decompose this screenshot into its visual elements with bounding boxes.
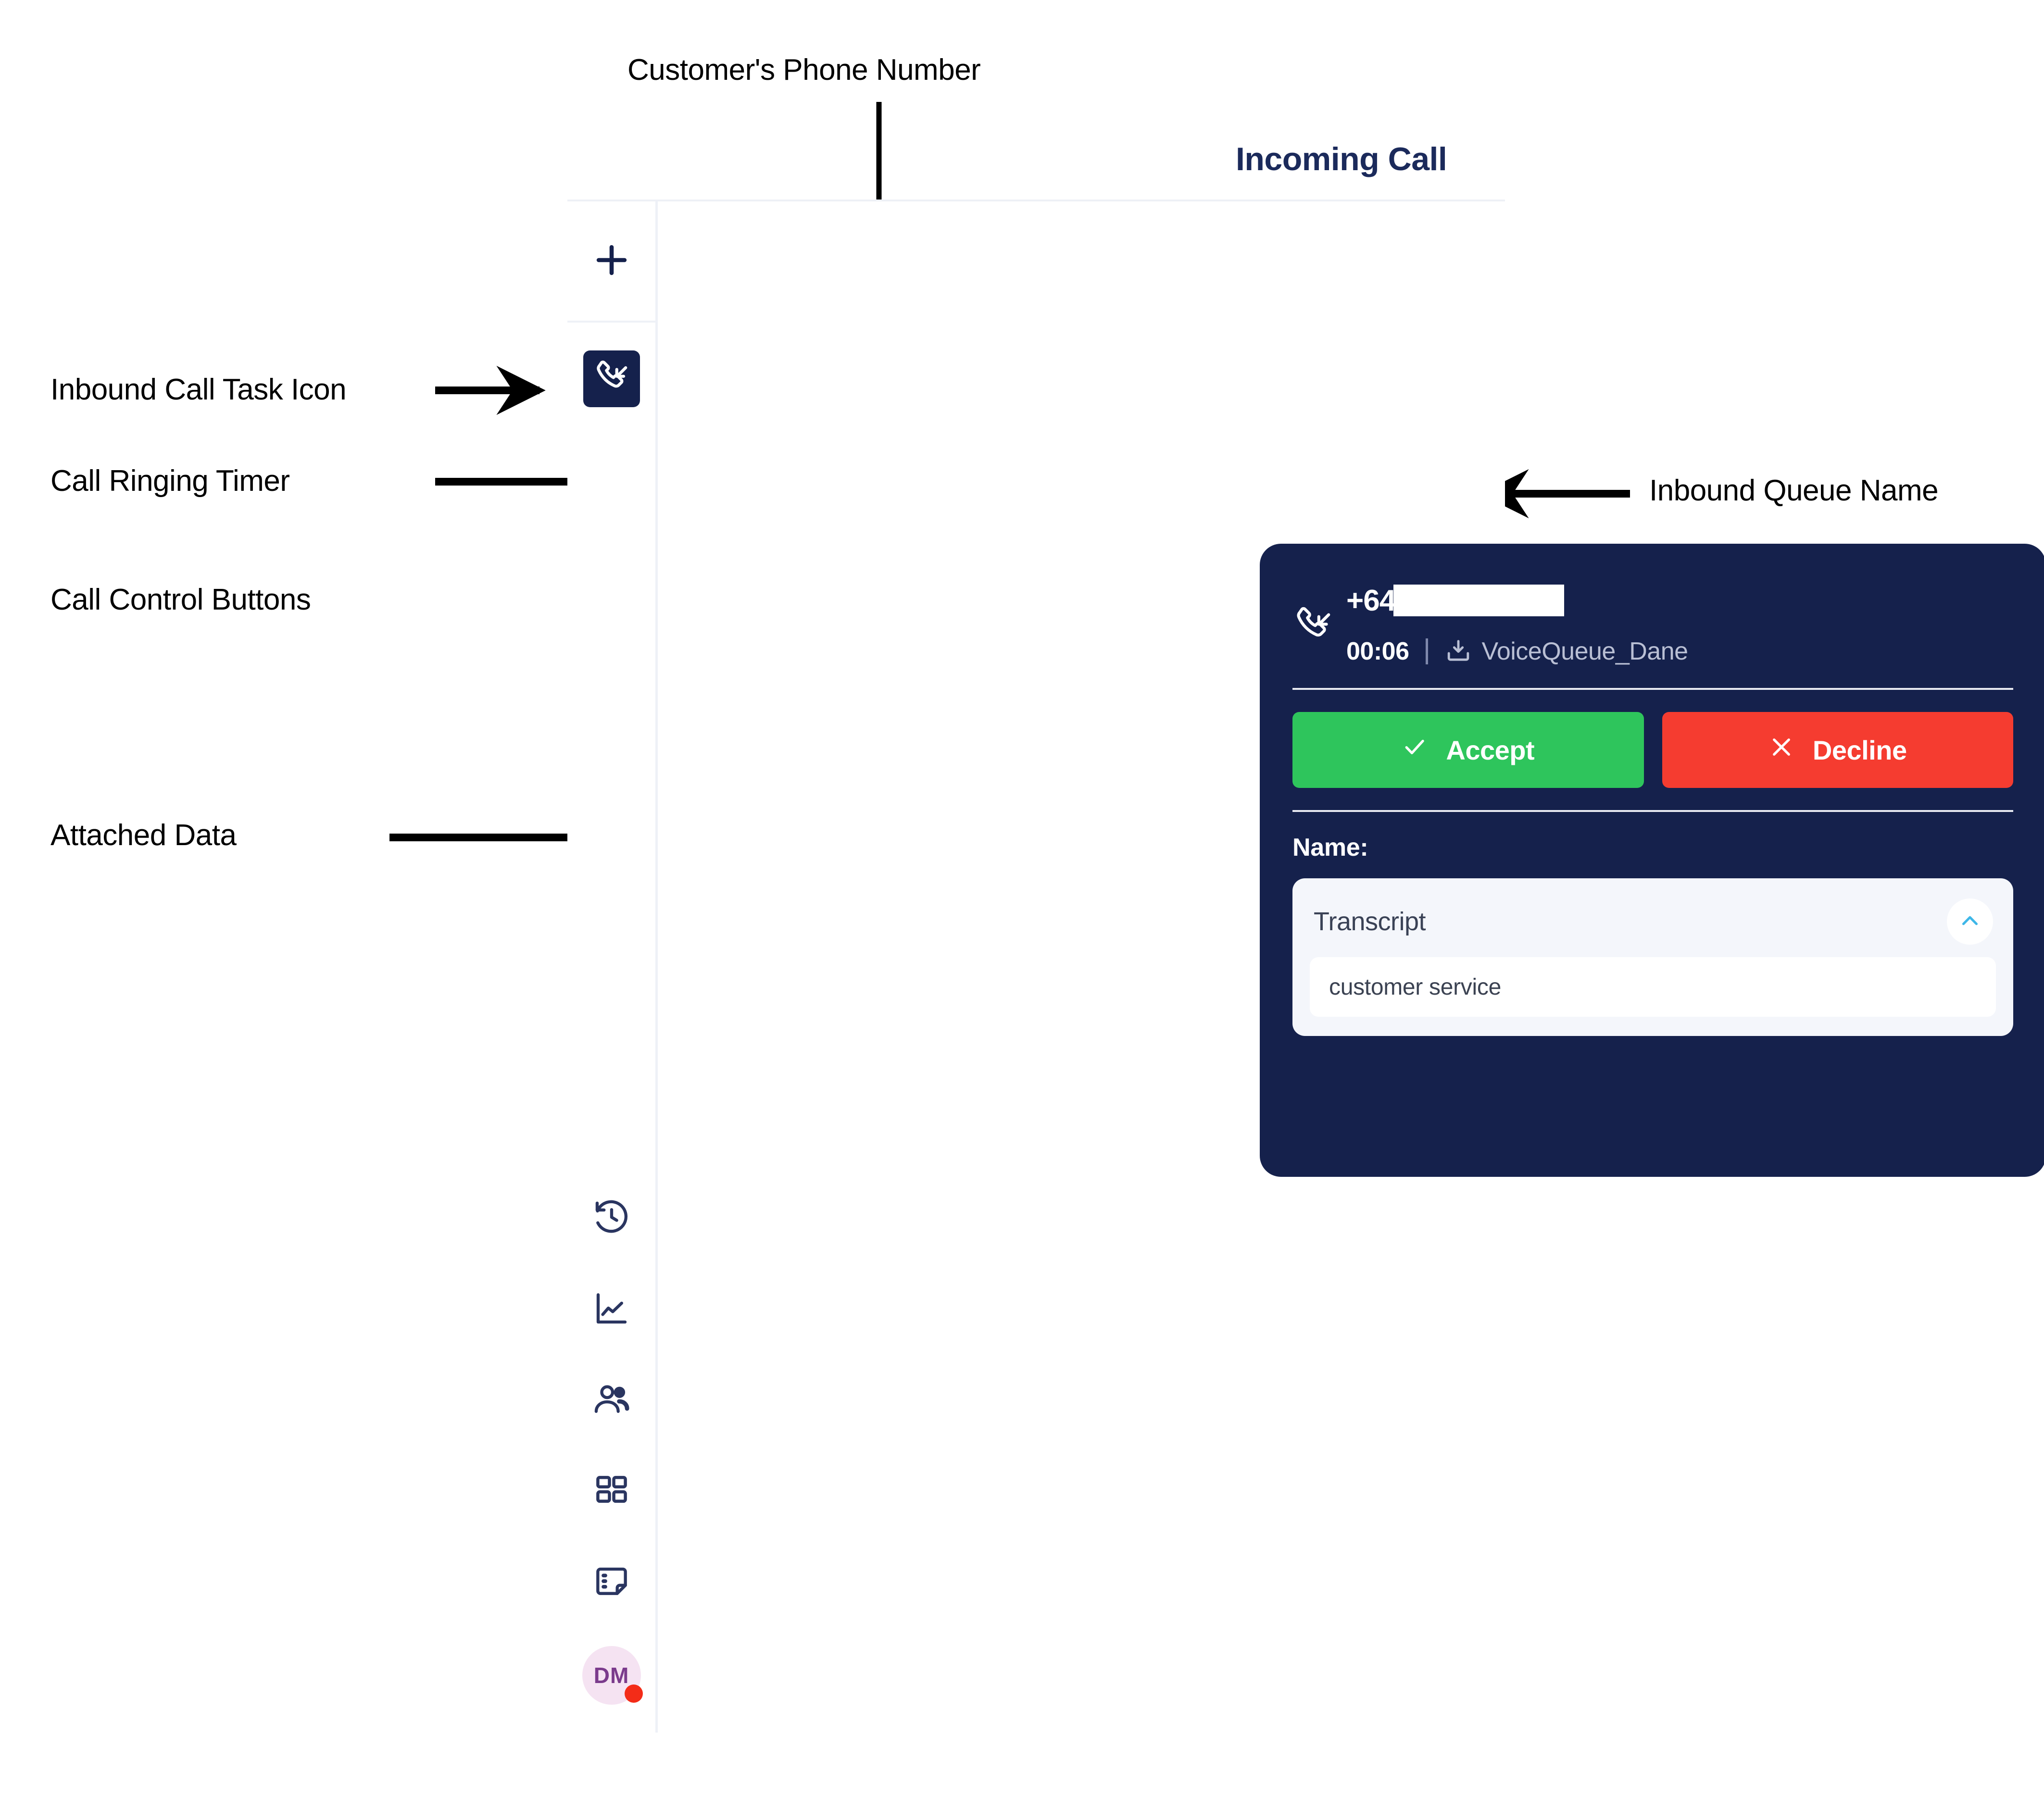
contacts-people-icon xyxy=(592,1380,631,1422)
apps-grid-icon xyxy=(593,1472,630,1512)
annotation-label-call-control-buttons: Call Control Buttons xyxy=(50,583,311,616)
sidebar-icon-rail: DM xyxy=(567,201,658,1733)
sidebar-item-notes[interactable] xyxy=(583,1555,640,1612)
accept-button-label: Accept xyxy=(1446,735,1535,765)
annotation-label-call-ringing-timer: Call Ringing Timer xyxy=(50,464,290,498)
divider-top xyxy=(1292,688,2013,690)
accept-button[interactable]: Accept xyxy=(1292,712,1644,788)
call-ringing-timer: 00:06 xyxy=(1346,637,1409,665)
decline-button-label: Decline xyxy=(1812,735,1907,765)
meta-separator xyxy=(1425,638,1428,664)
add-task-button[interactable] xyxy=(585,235,638,287)
call-meta-row: 00:06 VoiceQueue_Dane xyxy=(1346,637,2013,666)
call-card-header-text: +64 00:06 VoiceQueue_Dane xyxy=(1346,578,2013,666)
check-icon xyxy=(1402,734,1428,766)
transcript-header: Transcript xyxy=(1310,895,1996,957)
history-icon xyxy=(592,1198,631,1239)
inbound-call-icon xyxy=(593,359,630,399)
sidebar-top-section xyxy=(567,201,655,323)
sidebar-item-apps[interactable] xyxy=(583,1463,640,1521)
sidebar-item-inbound-call-task[interactable] xyxy=(583,350,640,407)
caller-phone-number: +64 xyxy=(1346,584,1396,617)
annotation-label-attached-data: Attached Data xyxy=(50,819,237,852)
annotation-label-inbound-queue-name: Inbound Queue Name xyxy=(1649,474,1939,507)
attached-data-name-label: Name: xyxy=(1292,834,1368,861)
download-inbox-icon xyxy=(1444,637,1472,665)
plus-icon xyxy=(591,239,632,283)
annotation-label-inbound-call-task-icon: Inbound Call Task Icon xyxy=(50,373,347,406)
decline-button[interactable]: Decline xyxy=(1662,712,2013,788)
phone-redaction-block xyxy=(1393,585,1565,616)
annotation-label-customers-phone-number: Customer's Phone Number xyxy=(627,53,981,87)
transcript-value: customer service xyxy=(1310,957,1996,1017)
call-card-header: +64 00:06 VoiceQueue_Dane xyxy=(1292,578,2013,666)
transcript-panel: Transcript customer service xyxy=(1292,878,2013,1036)
app-window: DM +64 00:06 xyxy=(567,200,2044,1735)
notes-list-icon xyxy=(592,1563,631,1604)
inbound-queue-name: VoiceQueue_Dane xyxy=(1481,637,1689,665)
chevron-up-icon xyxy=(1958,909,1982,935)
transcript-collapse-button[interactable] xyxy=(1947,898,1993,945)
page-title: Incoming Call xyxy=(1236,141,1447,177)
sidebar-item-contacts[interactable] xyxy=(583,1372,640,1430)
analytics-line-chart-icon xyxy=(592,1289,631,1331)
sidebar-item-history[interactable] xyxy=(583,1189,640,1247)
transcript-title: Transcript xyxy=(1314,907,1426,936)
call-control-buttons: Accept Decline xyxy=(1292,712,2013,788)
inbound-call-icon xyxy=(1292,605,1334,649)
close-x-icon xyxy=(1768,734,1794,766)
divider-bottom xyxy=(1292,810,2013,812)
avatar[interactable]: DM xyxy=(582,1646,643,1705)
caller-phone-row: +64 xyxy=(1346,578,2013,623)
incoming-call-card: +64 00:06 VoiceQueue_Dane xyxy=(1260,544,2044,1177)
sidebar-item-analytics[interactable] xyxy=(583,1281,640,1338)
status-badge xyxy=(624,1684,643,1703)
